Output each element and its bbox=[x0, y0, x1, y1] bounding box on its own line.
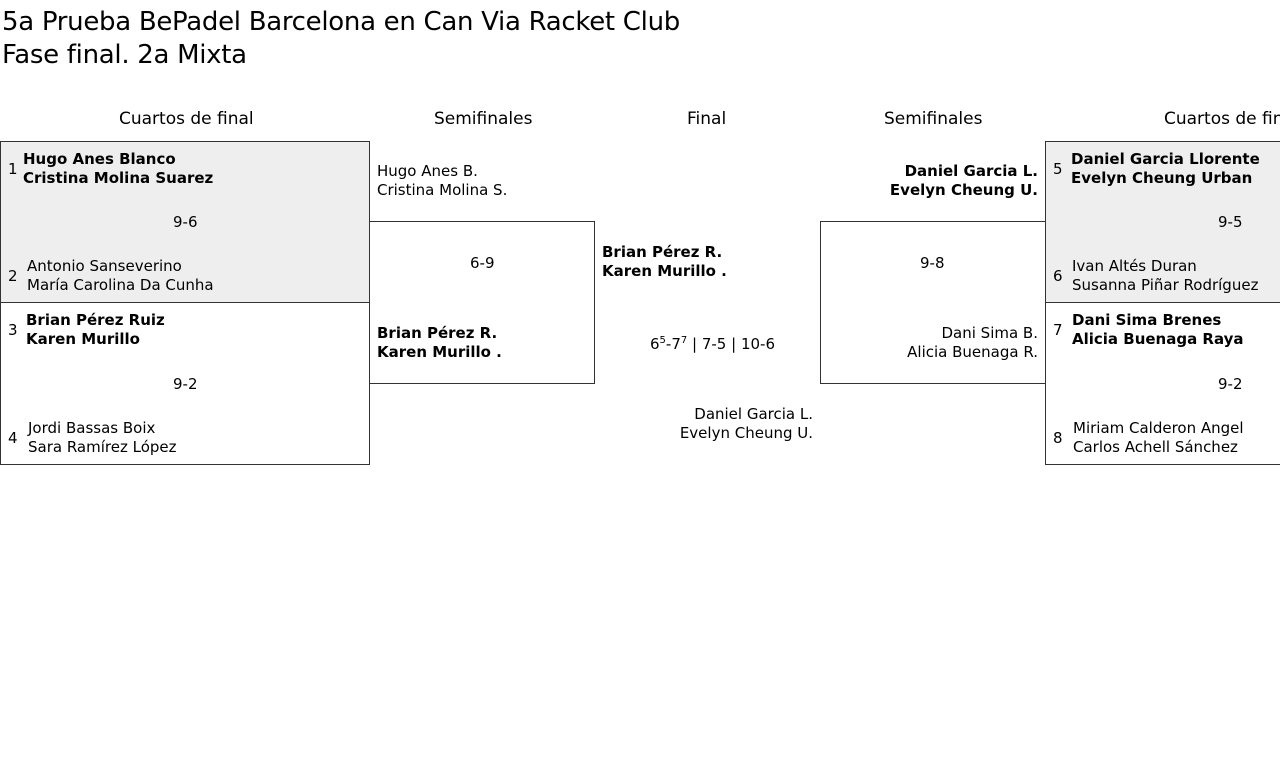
seed-number: 2 bbox=[8, 267, 18, 285]
player-name: Alicia Buenaga Raya bbox=[1072, 330, 1244, 348]
match-box-qf3[interactable]: 5 Daniel Garcia Llorente Evelyn Cheung U… bbox=[1045, 141, 1280, 303]
final-runnerup-name: Evelyn Cheung U. bbox=[679, 424, 813, 442]
match-box-qf1[interactable]: 1 Hugo Anes Blanco Cristina Molina Suare… bbox=[0, 141, 370, 303]
player-name: Dani Sima B. bbox=[941, 324, 1038, 342]
seed-number: 6 bbox=[1053, 267, 1063, 285]
match-score: 9-8 bbox=[920, 254, 945, 272]
player-name: Ivan Altés Duran bbox=[1072, 257, 1197, 275]
player-name: Daniel Garcia Llorente bbox=[1071, 150, 1260, 168]
final-score: 65-77 | 7-5 | 10-6 bbox=[650, 335, 775, 353]
header-semis-right: Semifinales bbox=[884, 109, 983, 129]
player-name: Alicia Buenaga R. bbox=[907, 343, 1038, 361]
seed-number: 4 bbox=[8, 429, 18, 447]
player-name: Karen Murillo bbox=[26, 330, 140, 348]
player-name: Susanna Piñar Rodríguez bbox=[1072, 276, 1259, 294]
seed-number: 5 bbox=[1053, 160, 1063, 178]
player-name: Cristina Molina Suarez bbox=[23, 169, 214, 187]
page-subtitle: Fase final. 2a Mixta bbox=[2, 40, 247, 70]
player-name: Hugo Anes Blanco bbox=[23, 150, 176, 168]
match-box-qf2[interactable]: 3 Brian Pérez Ruiz Karen Murillo 9-2 4 J… bbox=[0, 302, 370, 465]
player-name: Karen Murillo . bbox=[377, 343, 502, 361]
player-name: Carlos Achell Sánchez bbox=[1073, 438, 1238, 456]
player-name: Brian Pérez R. bbox=[377, 324, 498, 342]
seed-number: 8 bbox=[1053, 429, 1063, 447]
player-name: Miriam Calderon Angel bbox=[1073, 419, 1244, 437]
player-name: Antonio Sanseverino bbox=[27, 257, 182, 275]
match-score: 9-2 bbox=[173, 375, 198, 393]
seed-number: 3 bbox=[8, 321, 18, 339]
player-name: Sara Ramírez López bbox=[28, 438, 177, 456]
player-name: Evelyn Cheung U. bbox=[889, 181, 1038, 199]
header-semis-left: Semifinales bbox=[434, 109, 533, 129]
player-name: Hugo Anes B. bbox=[377, 162, 478, 180]
player-name: Evelyn Cheung Urban bbox=[1071, 169, 1253, 187]
match-score: 6-9 bbox=[470, 254, 495, 272]
match-score: 9-2 bbox=[1218, 375, 1243, 393]
final-winner-name: Karen Murillo . bbox=[602, 262, 727, 280]
player-name: María Carolina Da Cunha bbox=[27, 276, 214, 294]
seed-number: 7 bbox=[1053, 321, 1063, 339]
header-quarters-left: Cuartos de final bbox=[119, 109, 254, 129]
player-name: Daniel Garcia L. bbox=[904, 162, 1038, 180]
final-winner-name: Brian Pérez R. bbox=[602, 243, 723, 261]
player-name: Dani Sima Brenes bbox=[1072, 311, 1222, 329]
match-score: 9-5 bbox=[1218, 213, 1243, 231]
match-score: 9-6 bbox=[173, 213, 198, 231]
header-final: Final bbox=[687, 109, 727, 129]
player-name: Jordi Bassas Boix bbox=[28, 419, 156, 437]
seed-number: 1 bbox=[8, 160, 18, 178]
final-runnerup-name: Daniel Garcia L. bbox=[694, 405, 813, 423]
page-title: 5a Prueba BePadel Barcelona en Can Via R… bbox=[2, 7, 680, 37]
match-box-qf4[interactable]: 7 Dani Sima Brenes Alicia Buenaga Raya 9… bbox=[1045, 302, 1280, 465]
player-name: Cristina Molina S. bbox=[377, 181, 508, 199]
match-box-sf-left[interactable]: 6-9 Brian Pérez R. Karen Murillo . bbox=[369, 221, 595, 384]
match-box-sf-right[interactable]: 9-8 Dani Sima B. Alicia Buenaga R. bbox=[820, 221, 1046, 384]
header-quarters-right: Cuartos de fin bbox=[1164, 109, 1280, 129]
player-name: Brian Pérez Ruiz bbox=[26, 311, 165, 329]
